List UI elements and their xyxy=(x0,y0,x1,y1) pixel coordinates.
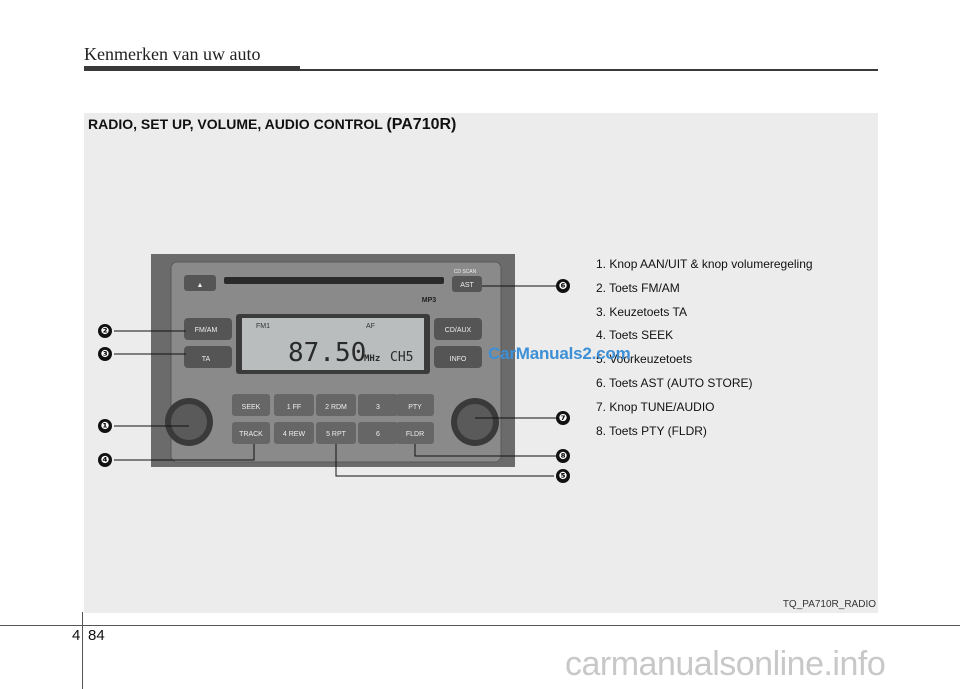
display-frequency: 87.50 xyxy=(288,338,366,368)
feature-item: 3. Keuzetoets TA xyxy=(596,304,687,319)
marker-8: ❽ xyxy=(556,449,570,463)
preset-1-button[interactable] xyxy=(274,394,314,416)
watermark-carmanuals2: CarManuals2.com xyxy=(488,344,631,363)
preset-3-label: 3 xyxy=(376,404,380,411)
cd-scan-label: CD SCAN xyxy=(454,269,477,275)
footer-divider xyxy=(82,612,83,689)
feature-item: 2. Toets FM/AM xyxy=(596,280,680,295)
marker-1: ❶ xyxy=(98,419,112,433)
info-button[interactable] xyxy=(434,346,482,368)
info-label: INFO xyxy=(450,356,467,363)
feature-item: 4. Toets SEEK xyxy=(596,328,674,343)
preset-6-button[interactable] xyxy=(358,422,398,444)
preset-4-button[interactable] xyxy=(274,422,314,444)
preset-5-label: 5 RPT xyxy=(326,431,347,438)
section-title-text: RADIO, SET UP, VOLUME, AUDIO CONTROL xyxy=(88,116,383,132)
ast-button[interactable] xyxy=(452,276,482,292)
display-unit: MHz xyxy=(364,354,380,364)
pty-button[interactable] xyxy=(396,394,434,416)
fldr-label: FLDR xyxy=(406,431,424,438)
feature-item: 6. Toets AST (AUTO STORE) xyxy=(596,375,753,390)
feature-item: 5. Voorkeuzetoets xyxy=(596,352,693,367)
preset-2-label: 2 RDM xyxy=(325,404,347,411)
features-list: 1. Knop AAN/UIT & knop volumeregeling 2.… xyxy=(596,253,813,443)
page-chapter: 4 xyxy=(72,627,81,644)
display-af: AF xyxy=(366,323,375,330)
seek-label: SEEK xyxy=(242,404,261,411)
header-rule-thin xyxy=(300,69,878,71)
seek-button[interactable] xyxy=(232,394,270,416)
display-lcd xyxy=(242,318,424,370)
ta-label: TA xyxy=(202,356,211,363)
page-number: 84 xyxy=(88,627,105,644)
marker-2: ❷ xyxy=(98,324,112,338)
footer-rule xyxy=(0,625,960,626)
feature-item: 8. Toets PTY (FLDR) xyxy=(596,423,707,438)
ast-label: AST xyxy=(460,282,474,289)
eject-icon: ▲ xyxy=(197,282,204,289)
marker-3: ❸ xyxy=(98,347,112,361)
eject-button[interactable] xyxy=(184,275,216,291)
ta-button[interactable] xyxy=(184,346,232,368)
leader-lines xyxy=(114,285,556,477)
cd-aux-label: CD/AUX xyxy=(445,327,472,334)
header-rule-thick xyxy=(84,66,300,71)
marker-7: ❼ xyxy=(556,411,570,425)
track-label: TRACK xyxy=(239,431,263,438)
feature-item: 1. Knop AAN/UIT & knop volumeregeling xyxy=(596,257,813,271)
preset-5-button[interactable] xyxy=(316,422,356,444)
feature-item: 7. Knop TUNE/AUDIO xyxy=(596,399,715,414)
pty-label: PTY xyxy=(408,404,422,411)
fm-am-button[interactable] xyxy=(184,318,232,340)
display-band: FM1 xyxy=(256,323,270,330)
fm-am-label: FM/AM xyxy=(195,327,218,334)
section-title-model: (PA710R) xyxy=(386,116,457,133)
cd-aux-button[interactable] xyxy=(434,318,482,340)
footer-watermark: carmanualsonline.info xyxy=(565,645,886,683)
fldr-button[interactable] xyxy=(396,422,434,444)
track-button[interactable] xyxy=(232,422,270,444)
mp3-logo: MP3 xyxy=(422,297,437,304)
marker-5: ❺ xyxy=(556,469,570,483)
section-title: RADIO, SET UP, VOLUME, AUDIO CONTROL (PA… xyxy=(88,116,456,134)
preset-1-label: 1 FF xyxy=(287,404,301,411)
marker-6: ❻ xyxy=(556,279,570,293)
preset-4-label: 4 REW xyxy=(283,431,306,438)
figure-caption: TQ_PA710R_RADIO xyxy=(782,599,876,610)
header-title: Kenmerken van uw auto xyxy=(84,44,261,64)
cd-slot xyxy=(224,277,444,284)
preset-2-button[interactable] xyxy=(316,394,356,416)
marker-4: ❹ xyxy=(98,453,112,467)
display-channel: CH5 xyxy=(390,350,413,365)
preset-6-label: 6 xyxy=(376,431,380,438)
radio-illustration: ▲ CD SCAN AST MP3 FM/AM TA CD/AUX INFO F… xyxy=(114,254,556,477)
preset-3-button[interactable] xyxy=(358,394,398,416)
